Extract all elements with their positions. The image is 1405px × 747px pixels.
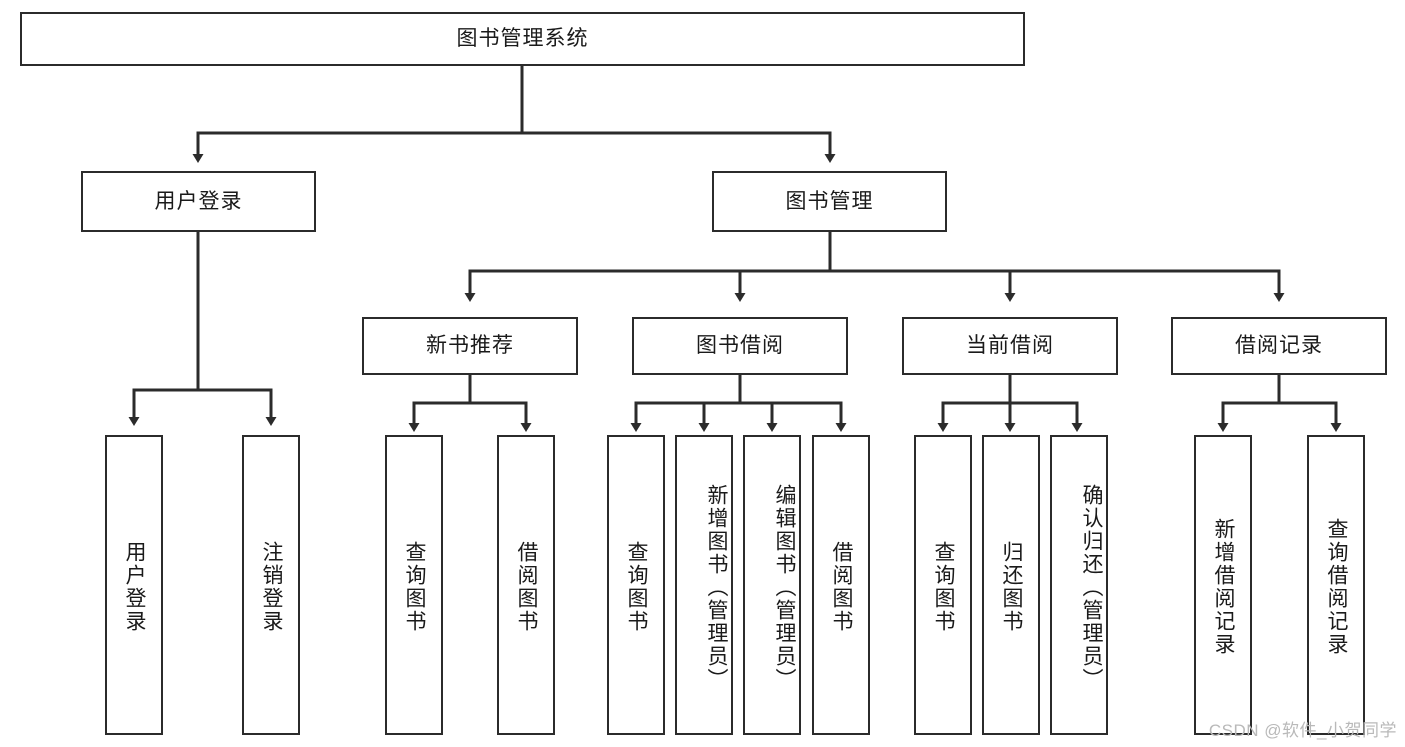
node-book-borrow[interactable]: 图书借阅 <box>632 317 848 375</box>
node-borrow-lend-book-label: 借阅图书 <box>830 541 853 633</box>
node-new-book-recommend[interactable]: 新书推荐 <box>362 317 578 375</box>
node-login-user[interactable]: 用户登录 <box>105 435 163 735</box>
node-records-query-record[interactable]: 查询借阅记录 <box>1307 435 1365 735</box>
node-book-management-label: 图书管理 <box>785 189 874 213</box>
node-newbook-borrow-book-label: 借阅图书 <box>515 541 538 633</box>
node-current-query-book-label: 查询图书 <box>932 541 955 633</box>
node-newbook-query-book-label: 查询图书 <box>403 541 426 633</box>
node-borrow-query-book-label: 查询图书 <box>625 541 648 633</box>
node-root-label: 图书管理系统 <box>456 27 589 51</box>
node-borrow-add-book-label: 新增图书（管理员） <box>705 483 728 691</box>
node-borrow-edit-book-label: 编辑图书（管理员） <box>773 483 796 691</box>
node-root[interactable]: 图书管理系统 <box>20 12 1025 66</box>
node-user-login-label: 用户登录 <box>154 189 243 213</box>
node-current-borrow[interactable]: 当前借阅 <box>902 317 1118 375</box>
node-current-confirm-return-label: 确认归还（管理员） <box>1080 483 1103 691</box>
node-records-add-record-label: 新增借阅记录 <box>1212 518 1235 656</box>
node-borrow-records[interactable]: 借阅记录 <box>1171 317 1387 375</box>
csdn-watermark: CSDN @软件_小贺同学 <box>1208 721 1397 740</box>
node-current-return-book[interactable]: 归还图书 <box>982 435 1040 735</box>
node-borrow-add-book[interactable]: 新增图书（管理员） <box>675 435 733 735</box>
node-current-confirm-return[interactable]: 确认归还（管理员） <box>1050 435 1108 735</box>
node-borrow-edit-book[interactable]: 编辑图书（管理员） <box>743 435 801 735</box>
node-records-query-record-label: 查询借阅记录 <box>1325 518 1348 656</box>
node-current-return-book-label: 归还图书 <box>1000 541 1023 633</box>
node-newbook-query-book[interactable]: 查询图书 <box>385 435 443 735</box>
node-borrow-records-label: 借阅记录 <box>1235 334 1323 358</box>
node-user-login[interactable]: 用户登录 <box>81 171 316 232</box>
node-book-management[interactable]: 图书管理 <box>712 171 947 232</box>
node-newbook-borrow-book[interactable]: 借阅图书 <box>497 435 555 735</box>
node-borrow-query-book[interactable]: 查询图书 <box>607 435 665 735</box>
node-book-borrow-label: 图书借阅 <box>696 334 784 358</box>
node-login-user-label: 用户登录 <box>123 541 146 633</box>
node-new-book-recommend-label: 新书推荐 <box>426 334 514 358</box>
node-current-query-book[interactable]: 查询图书 <box>914 435 972 735</box>
node-records-add-record[interactable]: 新增借阅记录 <box>1194 435 1252 735</box>
node-login-logout-label: 注销登录 <box>260 541 283 633</box>
node-login-logout[interactable]: 注销登录 <box>242 435 300 735</box>
node-current-borrow-label: 当前借阅 <box>966 334 1054 358</box>
node-borrow-lend-book[interactable]: 借阅图书 <box>812 435 870 735</box>
